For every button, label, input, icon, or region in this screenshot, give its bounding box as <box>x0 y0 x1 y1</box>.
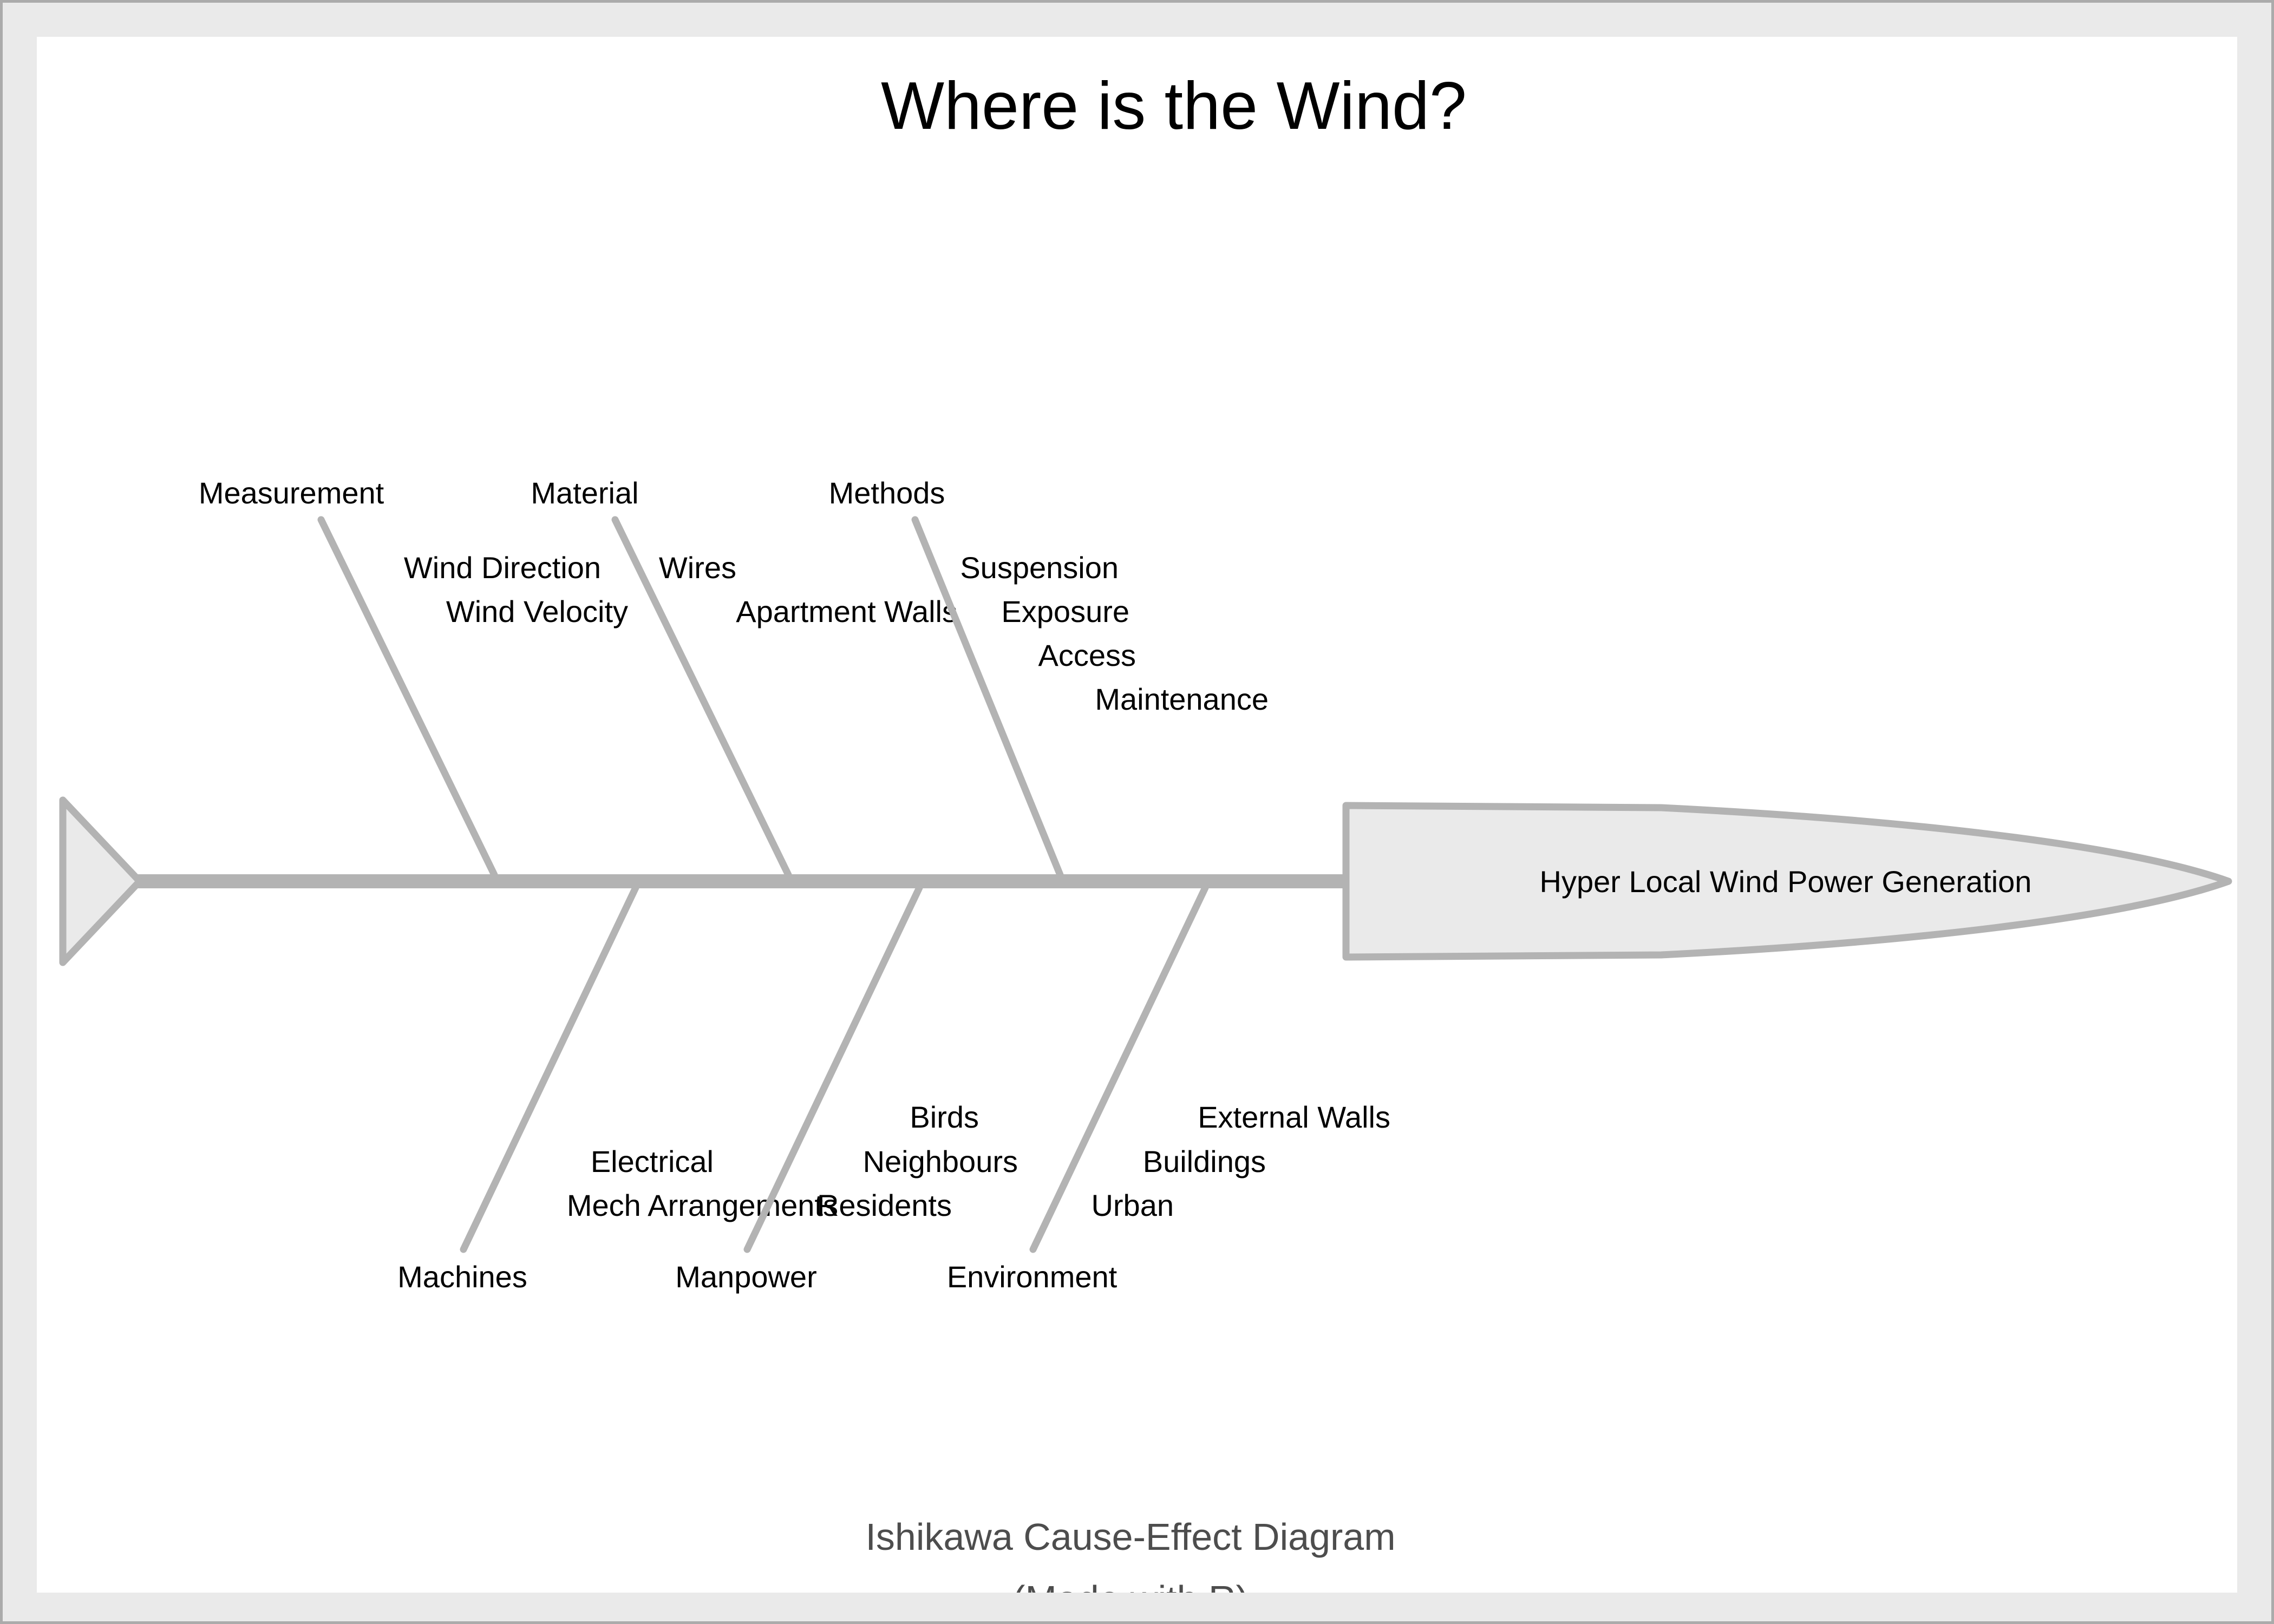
effect-head-shape <box>1342 802 2232 961</box>
rib-environment <box>1029 884 1209 1253</box>
category-label-material: Material <box>531 476 638 510</box>
rib-machines <box>460 884 639 1253</box>
cause-label: Wind Velocity <box>446 594 628 628</box>
cause-label: Residents <box>817 1188 952 1222</box>
branch-manpower[interactable]: Manpower Birds Neighbours Residents <box>675 884 1018 1294</box>
cause-label: Exposure <box>1001 594 1129 628</box>
fishbone-svg: Where is the Wind? Hyper Local Wind Powe… <box>59 69 2232 1593</box>
category-label-machines: Machines <box>397 1260 527 1294</box>
footer-line-2: (Made with R) <box>1012 1578 1249 1593</box>
cause-label: Apartment Walls <box>736 594 957 628</box>
category-label-environment: Environment <box>947 1260 1118 1294</box>
rib-material <box>611 516 792 879</box>
tail-shape <box>59 796 143 966</box>
cause-label: Wires <box>659 551 736 585</box>
cause-label: Suspension <box>960 551 1119 585</box>
branch-environment[interactable]: Environment External Walls Buildings Urb… <box>947 884 1390 1294</box>
cause-label: Wind Direction <box>404 551 601 585</box>
cause-label: Buildings <box>1143 1144 1266 1178</box>
diagram-canvas: Where is the Wind? Hyper Local Wind Powe… <box>37 37 2237 1593</box>
cause-label: Urban <box>1091 1188 1174 1222</box>
category-label-methods: Methods <box>829 476 945 510</box>
branch-material[interactable]: Material Wires Apartment Walls <box>531 476 957 879</box>
category-label-manpower: Manpower <box>675 1260 816 1294</box>
footer-line-1: Ishikawa Cause-Effect Diagram <box>865 1516 1395 1558</box>
branch-methods[interactable]: Methods Suspension Exposure Access Maint… <box>829 476 1269 879</box>
cause-label: Maintenance <box>1095 682 1269 716</box>
cause-label: Neighbours <box>863 1144 1018 1178</box>
branch-machines[interactable]: Machines Electrical Mech Arrangements <box>397 884 838 1294</box>
rib-methods <box>911 516 1064 879</box>
cause-label: Electrical <box>591 1144 714 1178</box>
effect-label: Hyper Local Wind Power Generation <box>1540 865 2032 899</box>
cause-label: External Walls <box>1198 1100 1390 1134</box>
rib-measurement <box>317 516 498 879</box>
cause-label: Access <box>1038 638 1136 672</box>
category-label-measurement: Measurement <box>199 476 384 510</box>
branch-measurement[interactable]: Measurement Wind Direction Wind Velocity <box>199 476 628 879</box>
cause-label: Birds <box>910 1100 979 1134</box>
page-title: Where is the Wind? <box>881 69 1467 143</box>
rib-manpower <box>743 884 923 1253</box>
cause-label: Mech Arrangements <box>567 1188 838 1222</box>
